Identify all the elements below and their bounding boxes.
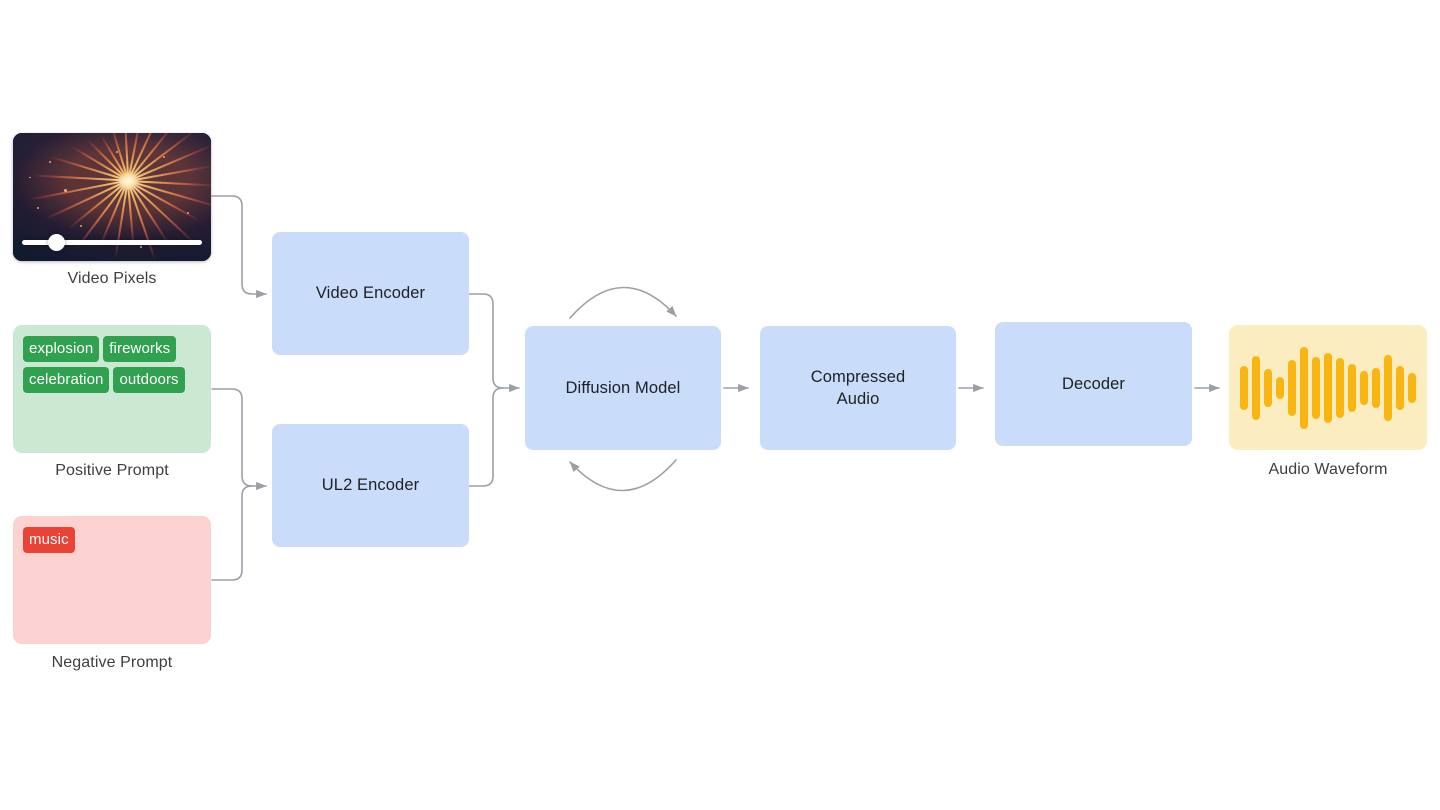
positive-prompt-tag-row: explosion fireworks celebration outdoors: [23, 336, 201, 393]
video-pixels-thumbnail[interactable]: [13, 133, 211, 261]
waveform-bar: [1324, 352, 1332, 423]
waveform-bar: [1276, 376, 1284, 399]
waveform-bar: [1396, 365, 1404, 410]
prompt-tag[interactable]: fireworks: [103, 336, 177, 362]
waveform-bar: [1384, 354, 1392, 421]
waveform-bar: [1348, 363, 1356, 412]
node-label: Diffusion Model: [565, 378, 681, 397]
edge-diffusion-recurrent-top: [569, 286, 677, 319]
edge-video-to-video-encoder: [211, 195, 267, 299]
waveform-bar: [1360, 370, 1368, 405]
node-label-line-1: Compressed: [810, 367, 906, 386]
video-scrubber-track[interactable]: [22, 233, 202, 251]
node-label: Video Encoder: [315, 284, 426, 303]
prompt-tag[interactable]: explosion: [23, 336, 100, 362]
edge-diffusion-recurrent-bottom: [569, 459, 677, 492]
negative-prompt-tag-row: music: [23, 527, 201, 553]
audio-waveform-caption: Audio Waveform: [1268, 461, 1388, 478]
waveform-bar: [1312, 356, 1320, 419]
prompt-tag[interactable]: outdoors: [113, 367, 185, 393]
positive-prompt-card[interactable]: explosion fireworks celebration outdoors: [13, 325, 211, 453]
node-label: Compressed Audio: [811, 366, 906, 411]
edge-video-encoder-to-diffusion: [468, 293, 520, 393]
waveform-bar: [1372, 367, 1380, 408]
node-decoder[interactable]: Decoder: [995, 322, 1192, 446]
positive-prompt-caption: Positive Prompt: [55, 462, 169, 479]
node-ul2-encoder[interactable]: UL2 Encoder: [272, 424, 469, 547]
audio-waveform-card[interactable]: [1229, 325, 1427, 450]
video-pixels-caption: Video Pixels: [67, 270, 157, 287]
node-compressed-audio[interactable]: Compressed Audio: [760, 326, 956, 450]
negative-prompt-caption: Negative Prompt: [51, 654, 173, 671]
waveform-bar: [1288, 359, 1296, 416]
edge-ul2-encoder-to-diffusion: [468, 387, 504, 487]
waveform-bar: [1408, 372, 1416, 403]
node-label: UL2 Encoder: [321, 476, 420, 495]
node-label-line-2: Audio: [836, 390, 880, 408]
prompt-tag[interactable]: celebration: [23, 367, 110, 393]
waveform-bar: [1300, 346, 1308, 429]
node-diffusion-model[interactable]: Diffusion Model: [525, 326, 721, 450]
node-label: Decoder: [1061, 374, 1126, 393]
negative-prompt-card[interactable]: music: [13, 516, 211, 644]
video-scrubber-knob[interactable]: [47, 233, 65, 251]
edge-negative-prompt-to-ul2-encoder: [211, 485, 253, 581]
waveform-bar: [1264, 368, 1272, 407]
waveform-bar: [1336, 357, 1344, 418]
prompt-tag[interactable]: music: [23, 527, 75, 553]
edge-positive-prompt-to-ul2-encoder: [211, 388, 267, 491]
waveform-bar: [1240, 365, 1248, 410]
waveform-bar: [1252, 355, 1260, 420]
node-video-encoder[interactable]: Video Encoder: [272, 232, 469, 355]
